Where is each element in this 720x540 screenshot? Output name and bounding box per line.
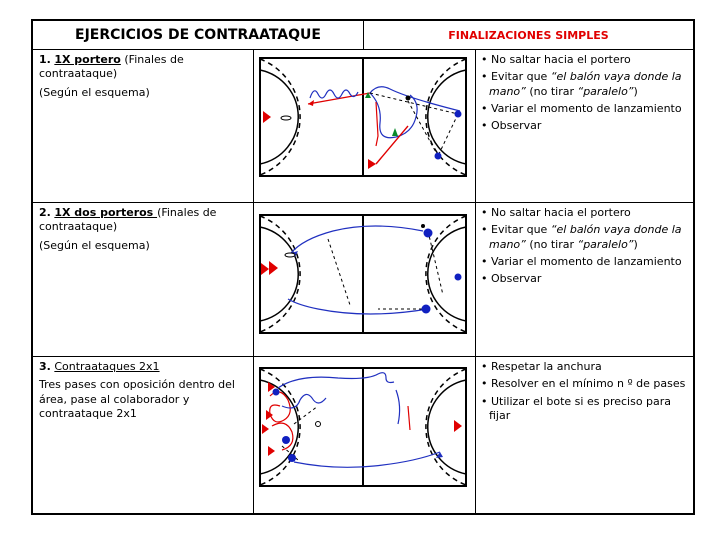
tip-item: No saltar hacia el portero — [481, 206, 688, 220]
cone-icon — [392, 128, 398, 136]
exercise-table: EJERCICIOS DE CONTRAATAQUE FINALIZACIONE… — [31, 19, 695, 515]
tip-item: Resolver en el mínimo n º de pases — [481, 377, 688, 391]
red-goalkeeper-icon — [269, 261, 278, 275]
blue-player-icon — [434, 152, 442, 160]
exercise-description: 1. 1X portero (Finales de contraataque) … — [33, 50, 254, 202]
red-goalkeeper-icon — [261, 263, 269, 275]
exercise-note: Tres pases con oposición dentro del área… — [39, 378, 235, 420]
exercise-number: 3. — [39, 360, 51, 373]
tip-item: Evitar que “el balón vaya donde la mano”… — [481, 70, 688, 99]
exercise-number: 1. — [39, 53, 51, 66]
exercise-row-1: 1. 1X portero (Finales de contraataque) … — [33, 50, 693, 203]
ball-icon — [405, 95, 411, 101]
exercise-note: (Según el esquema) — [39, 85, 150, 99]
court-diagram — [254, 203, 476, 356]
cone-icon — [365, 92, 371, 98]
exercise-note: (Según el esquema) — [39, 238, 150, 252]
red-goalkeeper-icon — [454, 420, 462, 432]
court-lines — [259, 367, 467, 487]
play-paths — [287, 225, 444, 315]
ball-icon — [315, 421, 321, 427]
red-player-icon — [368, 159, 376, 169]
exercise-description: 2. 1X dos porteros (Finales de contraata… — [33, 203, 254, 356]
blue-player-icon — [421, 304, 431, 314]
court-lines — [259, 57, 467, 177]
play-paths — [307, 86, 461, 165]
exercise-tips: No saltar hacia el portero Evitar que “e… — [476, 50, 693, 202]
exercise-row-3: 3. Contraataques 2x1 Tres pases con opos… — [33, 357, 693, 513]
players — [262, 382, 462, 462]
court-diagram — [254, 50, 476, 202]
tip-item: Variar el momento de lanzamiento — [481, 102, 688, 116]
red-player-icon — [268, 446, 275, 456]
court-svg — [259, 57, 467, 177]
blue-player-icon — [282, 436, 290, 444]
tip-item: Utilizar el bote si es preciso para fija… — [481, 395, 688, 424]
blue-goalkeeper-icon — [454, 273, 462, 281]
tip-item: Observar — [481, 119, 688, 133]
sheet-title: EJERCICIOS DE CONTRAATAQUE — [33, 21, 364, 49]
ball-icon — [421, 224, 425, 228]
exercise-title: 1X dos porteros — [54, 206, 158, 219]
exercise-row-2: 2. 1X dos porteros (Finales de contraata… — [33, 203, 693, 357]
tip-item: Respetar la anchura — [481, 360, 688, 374]
table-header: EJERCICIOS DE CONTRAATAQUE FINALIZACIONE… — [33, 21, 693, 50]
exercise-title-suffix: (Finales de contraataque) — [39, 53, 184, 81]
court-lines — [259, 214, 467, 334]
tip-item: No saltar hacia el portero — [481, 53, 688, 67]
tip-item: Observar — [481, 272, 688, 286]
blue-player-icon — [423, 228, 433, 238]
tip-item: Variar el momento de lanzamiento — [481, 255, 688, 269]
hurdle-icon — [280, 115, 292, 121]
exercise-title-suffix: (Finales de contraataque) — [39, 206, 217, 234]
red-player-icon — [266, 410, 273, 420]
play-paths — [269, 372, 443, 468]
red-goalkeeper-icon — [263, 111, 271, 123]
court-diagram — [254, 357, 476, 513]
exercise-description: 3. Contraataques 2x1 Tres pases con opos… — [33, 357, 254, 513]
sheet-subtitle: FINALIZACIONES SIMPLES — [448, 28, 609, 42]
blue-player-icon — [288, 454, 296, 462]
players — [261, 224, 462, 314]
exercise-title: Contraataques 2x1 — [54, 360, 160, 373]
red-player-icon — [262, 424, 269, 434]
exercise-tips: No saltar hacia el portero Evitar que “e… — [476, 203, 693, 356]
tip-item: Evitar que “el balón vaya donde la mano”… — [481, 223, 688, 252]
hurdle-icon — [284, 252, 296, 258]
blue-player-icon — [454, 110, 462, 118]
blue-player-icon — [272, 388, 280, 396]
red-player-icon — [268, 382, 275, 392]
exercise-title: 1X portero — [54, 53, 121, 66]
exercise-number: 2. — [39, 206, 51, 219]
court-svg — [259, 367, 467, 487]
players — [263, 92, 462, 169]
court-svg — [259, 214, 467, 334]
exercise-tips: Respetar la anchura Resolver en el mínim… — [476, 357, 693, 513]
